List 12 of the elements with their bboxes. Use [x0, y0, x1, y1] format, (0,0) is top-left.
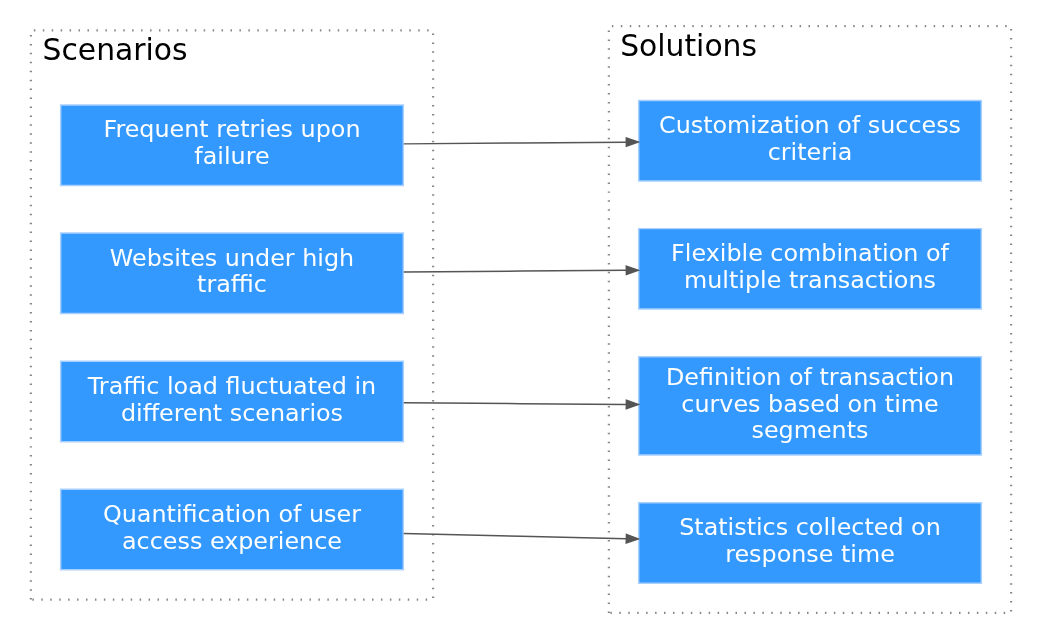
arrow: [402, 532, 641, 544]
node-box: Definition of transaction curves based on time segments: [637, 356, 983, 456]
node-box: Frequent retries upon failure: [59, 104, 405, 187]
node-box: Customization of success criteria: [637, 99, 983, 182]
node-box: Flexible combination of multiple transactions: [637, 227, 983, 310]
arrow: [402, 399, 641, 410]
node-box: Websites under high traffic: [59, 232, 405, 315]
arrow: [402, 265, 641, 276]
arrow: [402, 136, 641, 148]
node-box: Statistics collected on response time: [637, 502, 983, 584]
node-box: Traffic load fluctuated in different scenarios: [59, 360, 405, 443]
node-box: Quantification of user access experience: [59, 488, 405, 571]
